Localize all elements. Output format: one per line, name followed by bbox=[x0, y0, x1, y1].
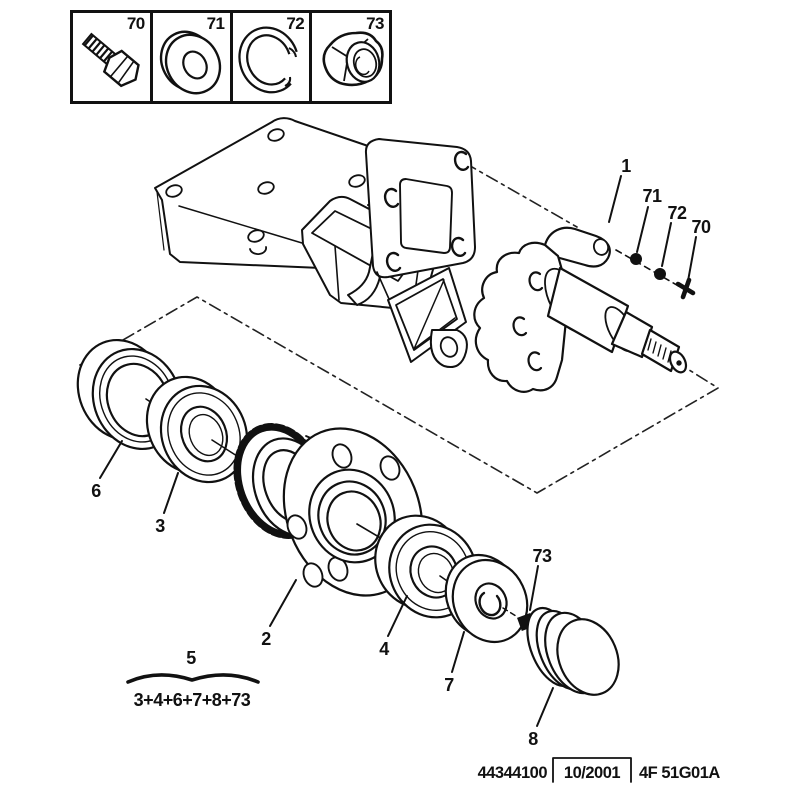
flat-washer-icon bbox=[159, 30, 221, 95]
legend-cell-bolt: 70 bbox=[73, 13, 153, 101]
footer-date-box bbox=[552, 757, 632, 783]
mounting-bracket-drawing bbox=[154, 117, 476, 368]
stub-axle-drawing bbox=[473, 226, 688, 393]
callout-bolt: 70 bbox=[691, 217, 711, 237]
bolt-position-cross bbox=[675, 277, 696, 300]
hex-bolt-icon bbox=[81, 32, 140, 88]
group-label: 5 bbox=[186, 648, 196, 668]
legend-cell-washer: 71 bbox=[153, 13, 233, 101]
hub-bolt-holes bbox=[286, 443, 401, 588]
callout-nut: 73 bbox=[532, 546, 552, 566]
legend-number: 71 bbox=[206, 14, 225, 33]
footer-date: 10/2001 bbox=[564, 764, 620, 782]
callout-leader-lines bbox=[99, 175, 697, 727]
legend-number: 72 bbox=[286, 14, 305, 33]
legend-number: 70 bbox=[126, 14, 145, 33]
callout-stub-axle: 1 bbox=[621, 156, 631, 176]
legend-cell-circlip: 72 bbox=[233, 13, 313, 101]
footer-code: 4F 51G01A bbox=[639, 764, 720, 782]
outer-bearing-drawing bbox=[374, 514, 478, 619]
washer-position-dot bbox=[630, 253, 642, 265]
circlip-icon bbox=[237, 26, 298, 94]
callout-cap: 8 bbox=[528, 729, 538, 749]
circlip-position-dot bbox=[654, 268, 666, 280]
callout-thrust-washer: 7 bbox=[444, 675, 454, 695]
hardware-legend: 70 71 72 bbox=[70, 10, 392, 104]
callout-hub: 2 bbox=[261, 629, 271, 649]
inner-bearing-drawing bbox=[145, 375, 249, 484]
legend-cell-nut: 73 bbox=[312, 13, 389, 101]
legend-number: 73 bbox=[366, 14, 384, 33]
callout-circlip: 72 bbox=[667, 203, 687, 223]
footer: 44344100 10/2001 4F 51G01A bbox=[478, 757, 721, 783]
group-brace bbox=[126, 673, 260, 684]
callout-outer-bearing: 4 bbox=[379, 639, 389, 659]
group-formula: 3+4+6+7+8+73 bbox=[134, 690, 251, 710]
callout-seal: 6 bbox=[91, 481, 101, 501]
callout-washer: 71 bbox=[642, 186, 662, 206]
footer-reference: 44344100 bbox=[478, 764, 548, 782]
flange-lock-nut-icon bbox=[322, 31, 384, 87]
flange-bolt-holes bbox=[383, 150, 470, 272]
group-annotation: 5 3+4+6+7+8+73 bbox=[126, 648, 260, 710]
hub-cap-drawing bbox=[526, 607, 620, 696]
plate-bolt-holes bbox=[165, 128, 366, 243]
fastener-position-line bbox=[615, 249, 696, 300]
thread-hatching bbox=[647, 338, 677, 365]
callout-inner-bearing: 3 bbox=[155, 516, 165, 536]
thrust-washer-drawing bbox=[444, 553, 529, 644]
